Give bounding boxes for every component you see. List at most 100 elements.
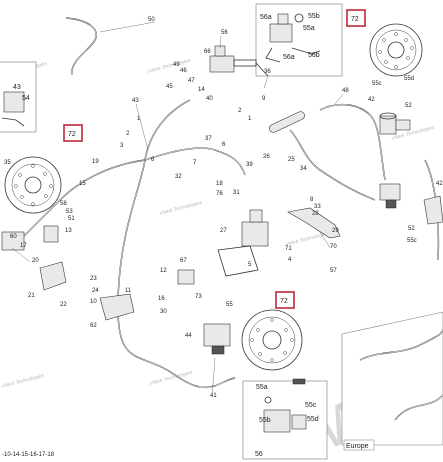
part-label: 10 [90, 299, 97, 305]
part-label: 60 [10, 234, 17, 240]
lever-grip [269, 111, 305, 133]
part-label: 34 [300, 166, 307, 172]
part-label: 3 [120, 143, 124, 149]
part-label: 52 [405, 103, 412, 109]
part-label: 29 [332, 228, 339, 234]
inset-left: 43 54 [0, 61, 37, 133]
part-label: 44 [185, 333, 192, 339]
part-label: 47 [188, 78, 195, 84]
part-label: 12 [160, 268, 167, 274]
part-label: 43 [132, 98, 139, 104]
part-label: 35 [4, 160, 11, 166]
brake-disc-top-right [369, 23, 423, 77]
part-label: 62 [90, 323, 97, 329]
part-label: 22 [60, 302, 67, 308]
svg-text:r/Web Technologies: r/Web Technologies [1, 373, 45, 390]
part-label: 46 [180, 68, 187, 74]
part-label: 55c [407, 238, 417, 244]
part-label: 2 [238, 108, 242, 114]
part-label: 6 [151, 157, 155, 163]
part-label: 4 [288, 257, 292, 263]
part-label: 7 [193, 160, 197, 166]
part-label: 39 [246, 162, 253, 168]
part-label: 5 [248, 262, 252, 268]
part-label: 50 [148, 17, 155, 23]
part-label: 42 [368, 97, 375, 103]
brake-disc-left [4, 156, 62, 214]
brake-hoses [19, 17, 440, 389]
part-label: 56 [221, 30, 228, 36]
inset-top-label-4: 56b [308, 52, 320, 59]
part-label: 66 [204, 49, 211, 55]
callout-72-center[interactable]: 72 [275, 291, 295, 309]
part-label: 73 [195, 294, 202, 300]
part-label: 8 [310, 197, 314, 203]
part-label: 25 [288, 157, 295, 163]
part-label: 16 [158, 296, 165, 302]
leader-lines [11, 21, 344, 398]
part-label: 28 [312, 211, 319, 217]
part-label: 17 [20, 243, 27, 249]
inset-bottom-label-2: 55b [259, 417, 271, 424]
part-label: 1 [137, 116, 141, 122]
part-label: 31 [233, 190, 240, 196]
part-label: 41 [210, 393, 217, 399]
part-label: 19 [92, 159, 99, 165]
part-label: 42 [436, 181, 443, 187]
svg-text:72: 72 [351, 16, 359, 23]
part-label: 55c [372, 81, 382, 87]
part-label: 6 [222, 142, 226, 148]
part-label: 24 [92, 288, 99, 294]
part-label: 18 [216, 181, 223, 187]
inset-top-label-1: 56a [260, 14, 272, 21]
part-label: 51 [68, 216, 75, 222]
part-label: 67 [180, 258, 187, 264]
inset-bottom-label-5: 56 [255, 451, 263, 458]
brake-disc-center [241, 309, 303, 371]
inset-top-label-5: 56a [283, 54, 295, 61]
part-label: 55d [404, 76, 414, 82]
inset-left-label-2: 54 [22, 95, 30, 102]
part-label: 32 [175, 174, 182, 180]
part-label: 20 [32, 258, 39, 264]
part-label: 37 [205, 136, 212, 142]
footer-code: -10-14-15-16-17-18 [2, 452, 55, 458]
bracket-left [39, 261, 195, 321]
inset-bottom-label-1: 55a [256, 384, 268, 391]
region-label: Europe [346, 443, 369, 450]
part-label: 30 [160, 309, 167, 315]
abs-module [217, 209, 269, 277]
bracket-right [423, 195, 443, 225]
part-label: 70 [330, 244, 337, 250]
part-label: 9 [262, 96, 266, 102]
part-label: 48 [342, 88, 349, 94]
inset-top-label-3: 55a [303, 25, 315, 32]
part-label: 52 [408, 226, 415, 232]
part-label: 26 [263, 154, 270, 160]
inset-bottom-label-3: 55c [305, 402, 317, 409]
caliper-rear [379, 183, 401, 209]
part-label: 1 [248, 116, 252, 122]
part-label: 57 [330, 268, 337, 274]
callout-72-top-right[interactable]: 72 [346, 9, 366, 27]
inset-right: Europe [341, 311, 443, 451]
part-label: 27 [220, 228, 227, 234]
callout-72-left[interactable]: 72 [63, 124, 83, 142]
inset-top-label-2: 55b [308, 13, 320, 20]
svg-text:72: 72 [280, 298, 288, 305]
master-cylinder-front [209, 45, 269, 77]
svg-text:72: 72 [68, 131, 76, 138]
part-label: 36 [264, 69, 271, 75]
svg-text:r/Web Technologies: r/Web Technologies [159, 200, 203, 217]
inset-left-label-1: 43 [13, 84, 21, 91]
part-label: 45 [166, 84, 173, 90]
part-label: 71 [285, 246, 292, 252]
part-label: 58 [60, 201, 67, 207]
part-label: 15 [79, 181, 86, 187]
reservoir-rear [379, 112, 411, 135]
part-label: 55 [226, 302, 233, 308]
front-caliper-left [1, 225, 59, 251]
part-label: 23 [90, 276, 97, 282]
